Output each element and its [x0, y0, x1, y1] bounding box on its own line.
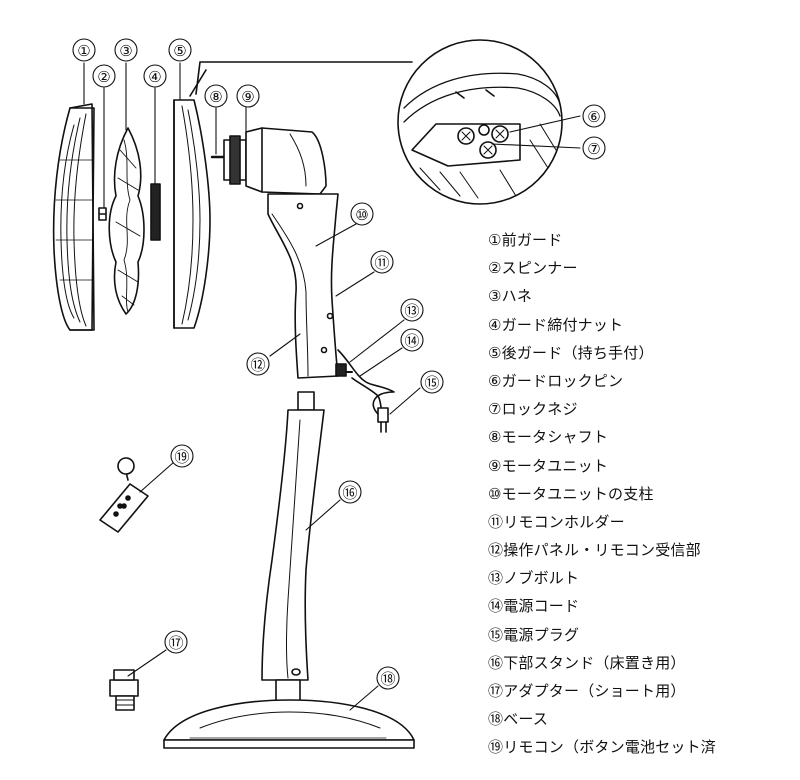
- callout-16: ⑯: [342, 484, 357, 502]
- legend-item: ⑧モータシャフト: [488, 428, 609, 447]
- legend-item: ④ガード締付ナット: [488, 315, 624, 334]
- legend-item: ⑲リモコン（ボタン電池セット済: [488, 738, 717, 757]
- blade-drawing: [108, 127, 145, 315]
- adapter-drawing: [109, 669, 139, 711]
- rear-guard-drawing: [173, 99, 211, 329]
- callout-17: ⑰: [168, 634, 183, 652]
- legend-item: ⑨モータユニット: [488, 456, 609, 475]
- legend-item: ⑭電源コード: [488, 597, 580, 616]
- legend-item: ⑫操作パネル・リモコン受信部: [488, 541, 701, 560]
- legend-item: ⑩モータユニットの支柱: [488, 484, 654, 503]
- legend-item: ⑪リモコンホルダー: [488, 512, 625, 531]
- remote-drawing: [99, 457, 149, 533]
- callout-1: ①: [77, 42, 90, 60]
- callout-7: ⑦: [587, 140, 600, 158]
- callout-5: ⑤: [173, 42, 186, 60]
- legend-item: ⑯下部スタンド（床置き用）: [488, 653, 686, 672]
- callout-10: ⑩: [355, 206, 368, 224]
- legend-item: ①前ガード: [488, 231, 563, 249]
- callout-9: ⑨: [241, 88, 254, 106]
- callout-11: ⑪: [374, 254, 389, 272]
- callout-15: ⑮: [424, 374, 439, 392]
- callout-12: ⑫: [250, 356, 265, 374]
- callout-8: ⑧: [209, 88, 222, 106]
- legend-item: ②スピンナー: [488, 259, 578, 278]
- callout-2: ②: [97, 68, 110, 86]
- lower-stand-drawing: [261, 391, 325, 681]
- callout-6: ⑥: [587, 108, 600, 126]
- legend-item: ⑦ロックネジ: [488, 400, 578, 419]
- leader-lines: [83, 62, 581, 711]
- legend-item: ⑬ノブボルト: [488, 569, 580, 588]
- guard-nut-drawing: [150, 183, 161, 241]
- spinner-drawing: [98, 207, 107, 221]
- parts-legend: ①前ガード ②スピンナー ③ハネ ④ガード締付ナット ⑤後ガード（持ち手付） ⑥…: [488, 226, 793, 762]
- callout-13: ⑬: [404, 302, 419, 320]
- motor-unit-drawing: [223, 127, 327, 195]
- callout-4: ④: [148, 68, 161, 86]
- legend-item: ⑮電源プラグ: [488, 625, 580, 644]
- front-guard-drawing: [52, 103, 95, 331]
- lock-pin-detail-drawing: [189, 39, 563, 205]
- callout-3: ③: [119, 42, 132, 60]
- callout-14: ⑭: [404, 332, 419, 350]
- callout-19: ⑲: [174, 448, 189, 466]
- legend-item: ⑰アダプター（ショート用）: [488, 682, 686, 700]
- callout-18: ⑱: [380, 670, 395, 688]
- power-cord-drawing: [335, 349, 395, 433]
- legend-item: ⑥ガードロックピン: [488, 371, 624, 390]
- callout-circles: [72, 38, 606, 690]
- legend-item: ⑱ベース: [488, 710, 549, 729]
- motor-support-drawing: [267, 193, 339, 379]
- legend-item: ⑤後ガード（持ち手付）: [488, 343, 654, 362]
- base-drawing: [163, 679, 415, 749]
- legend-item: ③ハネ: [488, 287, 533, 306]
